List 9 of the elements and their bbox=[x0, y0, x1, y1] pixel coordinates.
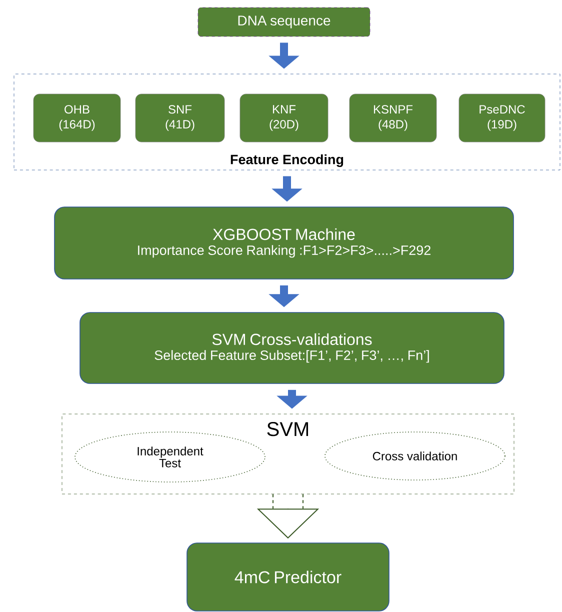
feature-box: PseDNC (19D) bbox=[458, 94, 546, 142]
process-box: XGBOOST Machine Importance Score Ranking :F1>F2>F3>.....>F292 bbox=[54, 206, 514, 280]
feature-box: KSNPF (48D) bbox=[349, 94, 437, 142]
process-box: SVM Cross-validations Selected Feature Subset:[F1’, F2’, F3’, …, Fn’] bbox=[80, 312, 504, 384]
process-box: DNA sequence bbox=[198, 7, 370, 37]
feature-box: KNF (20D) bbox=[240, 94, 328, 142]
feature-box: SNF (41D) bbox=[135, 94, 225, 142]
feature-box: OHB (164D) bbox=[33, 94, 121, 142]
process-box: 4mC Predictor bbox=[186, 542, 390, 612]
